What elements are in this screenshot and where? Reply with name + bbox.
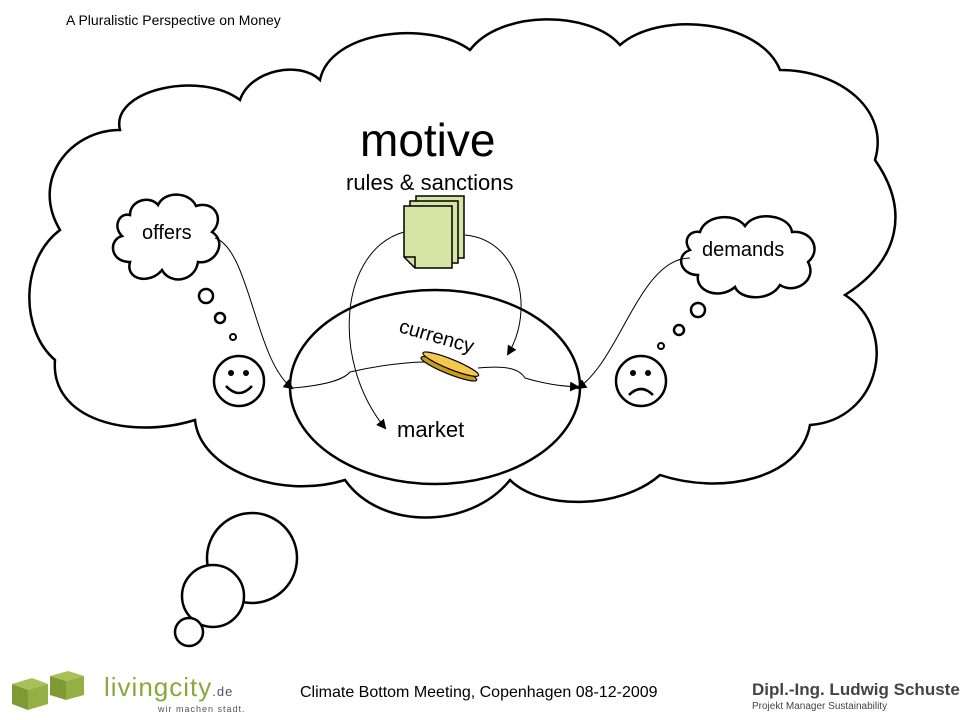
offers-dot-3 <box>229 333 237 341</box>
page-header-title: A Pluralistic Perspective on Money <box>66 12 281 28</box>
offers-cloud <box>111 193 221 281</box>
offers-dot-2 <box>213 311 227 325</box>
tail-bubble-2 <box>180 563 246 629</box>
livingcity-slogan: wir machen stadt. <box>158 704 246 714</box>
green-cubes-icon <box>12 671 84 710</box>
coin-icon <box>420 351 480 382</box>
livingcity-name: livingcity <box>104 672 213 702</box>
footer-event: Climate Bottom Meeting, Copenhagen 08-12… <box>300 684 658 701</box>
documents-stack-icon <box>403 195 465 269</box>
livingcity-logo: livingcity.de wir machen stadt. <box>8 664 258 716</box>
rules-to-market-arrow <box>348 231 405 430</box>
livingcity-wordmark: livingcity.de <box>104 672 233 703</box>
demands-dot-2 <box>672 323 686 337</box>
livingcity-tld: .de <box>212 684 234 699</box>
demands-label: demands <box>702 239 785 261</box>
rules-sanctions-label: rules & sanctions <box>346 170 514 195</box>
tail-bubble-3 <box>173 616 205 648</box>
sad-face-icon <box>614 354 668 408</box>
offers-dot-1 <box>197 287 215 305</box>
demands-dot-1 <box>689 301 707 319</box>
happy-face-icon <box>212 354 266 408</box>
schuster-logo: Dipl.-Ing. Ludwig Schuster Projekt Manag… <box>752 680 960 712</box>
exchange-arrow-right <box>477 366 580 392</box>
offers-label: offers <box>142 222 192 244</box>
exchange-line-left <box>291 361 426 389</box>
schuster-role: Projekt Manager Sustainability <box>752 701 888 712</box>
schuster-name: Dipl.-Ing. Ludwig Schuster <box>752 680 960 699</box>
motive-title: motive <box>360 114 496 166</box>
market-label: market <box>397 417 465 442</box>
offers-to-market-arrow <box>214 237 294 390</box>
demands-dot-3 <box>657 342 665 350</box>
demands-to-market-arrow <box>576 257 691 390</box>
rules-to-currency-arrow <box>464 234 522 356</box>
